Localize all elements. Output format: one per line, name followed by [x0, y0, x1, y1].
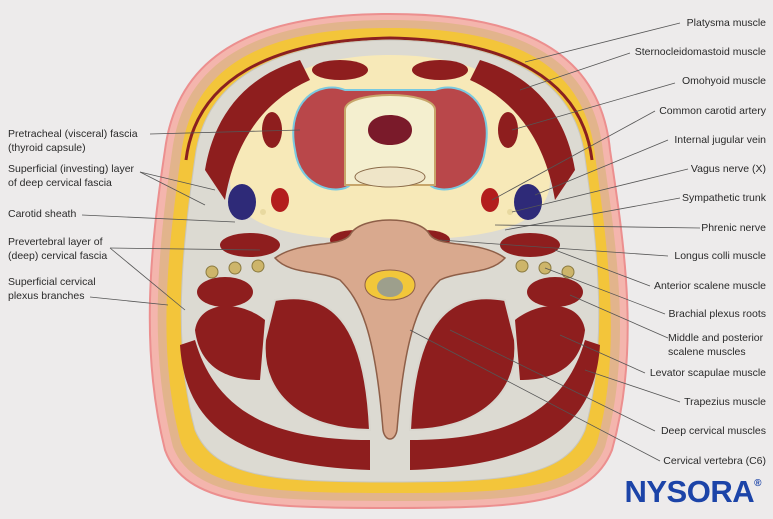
trapezius-left [180, 340, 370, 470]
label-trapezius: Trapezius muscle [684, 396, 766, 408]
internal-jugular-vein-left [228, 184, 256, 220]
scalene-right [527, 277, 583, 307]
label-pretracheal-fascia: Pretracheal (visceral) fascia (thyroid ca… [8, 127, 138, 155]
label-longus-colli: Longus colli muscle [674, 250, 766, 262]
label-platysma: Platysma muscle [686, 17, 766, 29]
strap-muscle [412, 60, 468, 80]
leader-lines [81, 22, 701, 462]
label-sympathetic-trunk: Sympathetic trunk [681, 192, 766, 204]
label-omohyoid: Omohyoid muscle [681, 75, 766, 87]
label-common-carotid: Common carotid artery [659, 105, 766, 117]
deep-cervical-muscles-right [408, 297, 517, 432]
label-prevertebral-layer: Prevertebral layer of (deep) cervical fas… [8, 235, 107, 263]
label-internal-jugular: Internal jugular vein [674, 134, 766, 146]
logo-text: NYSORA [624, 474, 755, 509]
label-superficial-investing-layer: Superficial (investing) layer of deep cer… [8, 162, 134, 190]
cervical-vertebra-c6 [273, 219, 507, 440]
common-carotid-artery-left [271, 188, 289, 212]
levator-scapulae-left [195, 306, 265, 380]
anterior-scalene-right [500, 233, 560, 257]
deep-cervical-muscles-left [263, 297, 372, 432]
label-cervical-vertebra: Cervical vertebra (C6) [663, 455, 766, 467]
spinal-cord [377, 277, 403, 297]
trachea-lumen [368, 115, 412, 145]
trapezius-right [410, 340, 600, 470]
label-line: Superficial cervical [8, 276, 96, 288]
label-line: of deep cervical fascia [8, 177, 112, 189]
label-line: Middle and posterior [668, 332, 764, 344]
label-line: Superficial (investing) layer [8, 163, 135, 175]
label-middle-posterior-scalene: Middle and posterior scalene muscles [668, 331, 763, 359]
registered-mark: ® [754, 478, 761, 489]
label-carotid-sheath: Carotid sheath [8, 207, 76, 221]
platysma-muscle [184, 36, 594, 161]
label-line: Prevertebral layer of [8, 236, 103, 248]
sternocleidomastoid-right [470, 60, 575, 200]
internal-jugular-vein-right [514, 184, 542, 220]
label-line: (deep) cervical fascia [8, 250, 108, 262]
label-line: Pretracheal (visceral) fascia [8, 128, 138, 140]
label-levator-scapulae: Levator scapulae muscle [649, 367, 766, 379]
label-line: Carotid sheath [8, 208, 77, 220]
omohyoid-left [262, 112, 282, 148]
label-superficial-cervical-plexus: Superficial cervical plexus branches [8, 275, 96, 303]
label-sternocleidomastoid: Sternocleidomastoid muscle [634, 46, 766, 58]
esophagus [354, 166, 426, 188]
label-phrenic-nerve: Phrenic nerve [701, 222, 766, 234]
brachial-plexus-roots [205, 259, 575, 279]
common-carotid-artery-right [481, 188, 499, 212]
levator-scapulae-right [515, 306, 585, 380]
label-deep-cervical-muscles: Deep cervical muscles [660, 425, 766, 437]
vagus-nerve-right [507, 209, 513, 215]
omohyoid-right [498, 112, 518, 148]
sternocleidomastoid-left [205, 60, 310, 200]
label-line: (thyroid capsule) [8, 142, 86, 154]
strap-muscle [312, 60, 368, 80]
vagus-nerve-left [260, 209, 266, 215]
scalene-left [197, 277, 253, 307]
label-brachial-plexus: Brachial plexus roots [668, 308, 766, 320]
label-line: scalene muscles [668, 346, 746, 358]
label-line: plexus branches [8, 290, 85, 302]
label-anterior-scalene: Anterior scalene muscle [653, 280, 766, 292]
anterior-scalene-left [220, 233, 280, 257]
nysora-logo: NYSORA® [624, 474, 761, 510]
label-vagus: Vagus nerve (X) [690, 163, 766, 175]
